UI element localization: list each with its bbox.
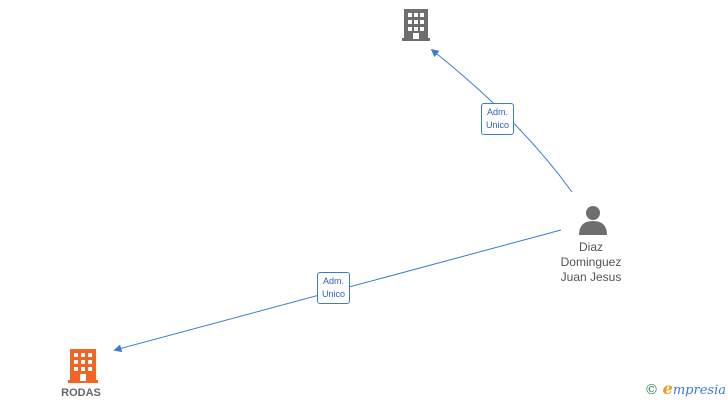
edge-label-line: Unico xyxy=(322,289,346,299)
building-icon[interactable] xyxy=(402,9,430,41)
edge-label-top: Adm. Unico xyxy=(481,103,515,135)
person-name-line: Juan Jesus xyxy=(560,270,622,284)
person-name-line: Dominguez xyxy=(560,255,622,269)
company-name-rodas[interactable]: RODAS xyxy=(61,387,101,399)
edge-label-line: Adm. xyxy=(323,276,345,286)
person-name[interactable]: Diaz Dominguez Juan Jesus xyxy=(550,240,632,285)
person-name-line: Diaz xyxy=(578,240,603,254)
copyright-symbol: © xyxy=(644,382,659,398)
edge-label-rodas: Adm. Unico xyxy=(317,272,351,304)
logo-text: mpresia xyxy=(672,383,726,398)
person-icon[interactable] xyxy=(579,206,607,235)
building-icon[interactable] xyxy=(68,349,98,383)
empresia-logo: © empresia xyxy=(645,379,726,398)
edge-label-line: Unico xyxy=(486,120,510,130)
edge-label-line: Adm. xyxy=(487,107,509,117)
logo-initial: e xyxy=(662,379,673,398)
